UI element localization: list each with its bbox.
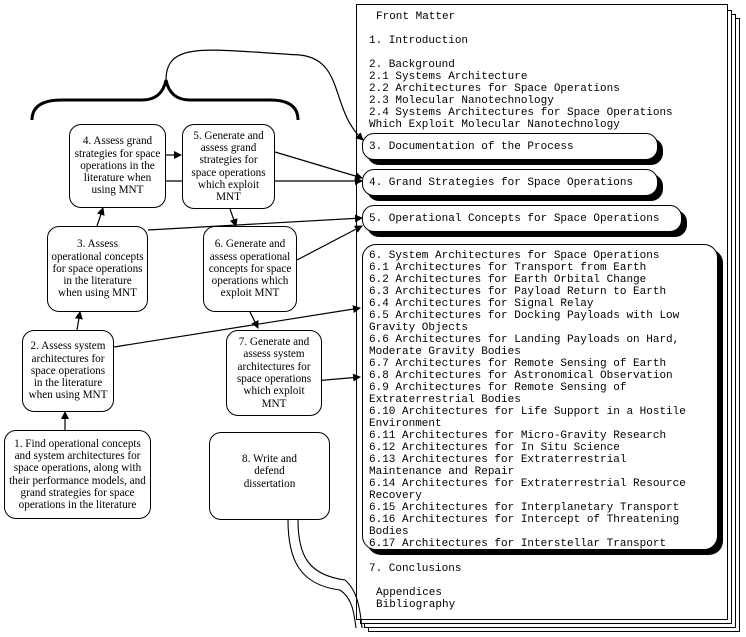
chapter-2-line: 2. Background (369, 59, 455, 71)
chapter-7: 7. Conclusions (369, 563, 462, 575)
chapter-2-line: 2.4 Systems Architectures for Space Oper… (369, 107, 673, 119)
chapter-5-box: 5. Operational Concepts for Space Operat… (362, 205, 682, 232)
chapter-1: 1. Introduction (369, 35, 469, 47)
front-matter: Front Matter (376, 11, 456, 23)
arrow-5-to-6 (229, 208, 238, 227)
appendices: Appendices (376, 587, 443, 599)
step-3-label: 3. Assess operational concepts for space… (51, 238, 144, 300)
chapter-6-line: 6.12 Architectures for In Situ Science (369, 442, 620, 454)
chapter-6-line: 6.9 Architectures for Remote Sensing of (369, 382, 627, 394)
arrow-6-to-7 (249, 311, 259, 329)
step-7-label: 7. Generate and assess system architectu… (236, 336, 312, 410)
arrow-5-to-ch3 (274, 151, 363, 180)
chapter-6-line: 6.3 Architectures for Payload Return to … (369, 286, 667, 298)
step-4-box: 4. Assess grand strategies for space ope… (69, 124, 166, 208)
chapter-6-line: Environment (369, 418, 442, 430)
chapter-2-block: 2. Background 2.1 Systems Architecture 2… (369, 59, 673, 131)
chapter-6-line: 6. System Architectures for Space Operat… (369, 250, 660, 262)
step-4-label: 4. Assess grand strategies for space ope… (74, 135, 161, 197)
arrow-2-to-ch6 (113, 305, 361, 348)
step-5-box: 5. Generate and assess grand strategies … (182, 124, 275, 209)
chapter-5-title: 5. Operational Concepts for Space Operat… (369, 213, 660, 225)
chapter-6-line: 6.15 Architectures for Interplanetary Tr… (369, 502, 680, 514)
chapter-6-line: 6.13 Architectures for Extraterrestrial (369, 454, 627, 466)
step-8-box: 8. Write and defend dissertation (209, 432, 330, 520)
chapter-2-line: 2.2 Architectures for Space Operations (369, 83, 620, 95)
step-2-box: 2. Assess system architectures for space… (22, 330, 114, 412)
chapter-6-line: 6.2 Architectures for Earth Orbital Chan… (369, 274, 647, 286)
step-5-label: 5. Generate and assess grand strategies … (191, 129, 266, 204)
step-6-box: 6. Generate and assess operational conce… (203, 226, 297, 312)
step-3-box: 3. Assess operational concepts for space… (47, 226, 148, 312)
step-8-label: 8. Write and defend dissertation (242, 453, 297, 490)
chapter-6-line: Extraterrestrial Bodies (369, 394, 521, 406)
bibliography: Bibliography (376, 599, 456, 611)
step-1-label: 1. Find operational concepts and system … (9, 437, 146, 512)
chapter-6-line: Recovery (369, 490, 422, 502)
chapter-6-line: 6.10 Architectures for Life Support in a… (369, 406, 686, 418)
chapter-6-line: Maintenance and Repair (369, 466, 515, 478)
chapter-2-line: Which Exploit Molecular Nanotechnology (369, 119, 620, 131)
dissertation-link (287, 519, 357, 629)
chapter-6-line: Bodies (369, 526, 409, 538)
chapter-4-title: 4. Grand Strategies for Space Operations (369, 177, 634, 189)
chapter-6-line: 6.17 Architectures for Interstellar Tran… (369, 538, 667, 550)
step-6-label: 6. Generate and assess operational conce… (208, 238, 292, 300)
chapter-4-box: 4. Grand Strategies for Space Operations (362, 169, 658, 196)
step-2-label: 2. Assess system architectures for space… (28, 340, 108, 402)
chapter-6-line: Gravity Objects (369, 322, 469, 334)
chapter-2-line: 2.3 Molecular Nanotechnology (369, 95, 554, 107)
step-1-box: 1. Find operational concepts and system … (4, 430, 151, 519)
brace (30, 79, 300, 121)
chapter-6-line: 6.5 Architectures for Docking Payloads w… (369, 310, 680, 322)
chapter-6-box (362, 244, 718, 550)
chapter-6-block: 6. System Architectures for Space Operat… (369, 250, 686, 550)
chapter-6-line: 6.16 Architectures for Intercept of Thre… (369, 514, 680, 526)
chapter-6-line: 6.6 Architectures for Landing Payloads o… (369, 334, 680, 346)
dissertation-link-2 (297, 519, 363, 629)
chapter-3-box: 3. Documentation of the Process (362, 133, 658, 160)
brace-to-ch3-arrow (165, 49, 364, 141)
chapter-6-line: 6.7 Architectures for Remote Sensing of … (369, 358, 667, 370)
chapter-2-line: 2.1 Systems Architecture (369, 71, 528, 83)
chapter-3-title: 3. Documentation of the Process (369, 141, 574, 153)
chapter-6-line: 6.8 Architectures for Astronomical Obser… (369, 370, 673, 382)
chapter-6-line: 6.4 Architectures for Signal Relay (369, 298, 594, 310)
arrow-3-to-ch5 (147, 214, 363, 231)
step-7-box: 7. Generate and assess system architectu… (226, 330, 322, 416)
arrow-2-to-3 (74, 311, 83, 331)
arrow-6-to-ch5 (296, 225, 363, 261)
chapter-6-line: 6.11 Architectures for Micro-Gravity Res… (369, 430, 667, 442)
chapter-6-line: 6.1 Architectures for Transport from Ear… (369, 262, 647, 274)
chapter-6-line: Moderate Gravity Bodies (369, 346, 521, 358)
chapter-6-line: 6.14 Architectures for Extraterrestrial … (369, 478, 686, 490)
arrow-3-to-4 (96, 207, 105, 227)
